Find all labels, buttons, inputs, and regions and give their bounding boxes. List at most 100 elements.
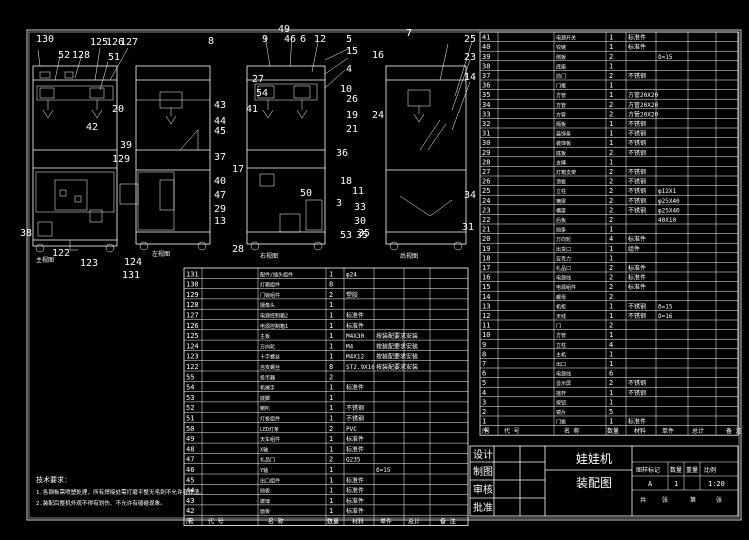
header-cell-1: 号	[188, 519, 194, 526]
part-name: 方管	[556, 332, 566, 339]
part-qty: 2	[609, 322, 613, 330]
side2-label-35: 35	[358, 228, 370, 239]
part-name: 方管	[556, 102, 566, 109]
part-note: 按装配要求安装	[376, 363, 418, 371]
part-material: 方管20X20	[628, 91, 658, 99]
part-no: 52	[186, 404, 194, 412]
part-qty: 1	[609, 254, 613, 262]
part-name: 电源组件	[556, 284, 576, 291]
part-material: 不锈钢	[628, 197, 646, 205]
part-material: 标准件	[346, 476, 364, 484]
front-label-122: 122	[52, 248, 70, 259]
part-no: 122	[186, 363, 199, 371]
part-note: δ=16	[658, 313, 673, 320]
part-no: 123	[186, 353, 199, 361]
tb-qty: 1	[674, 480, 678, 488]
front-label-39: 39	[120, 140, 132, 151]
header-cell-4: 数量	[327, 518, 339, 526]
part-name: 按钮	[556, 399, 566, 406]
part-qty: 2	[609, 72, 613, 80]
part-no: 48	[186, 445, 194, 453]
view-captions: 左视图右视图后视图主视图	[36, 250, 418, 264]
part-no: 4	[482, 389, 486, 397]
part-material: 标准件	[628, 34, 646, 42]
part-name: 立柱	[556, 188, 566, 195]
part-no: 8	[482, 350, 486, 358]
side2-label-46: 46	[284, 34, 296, 45]
part-qty: 1	[329, 270, 333, 278]
part-qty: 8	[329, 363, 333, 371]
part-name: 支撑	[556, 159, 566, 166]
part-qty: 2	[609, 187, 613, 195]
part-material: 标准件	[346, 322, 364, 330]
part-material: 不锈钢	[628, 149, 646, 157]
part-name: 灯板组件	[260, 416, 280, 423]
part-name: 横梁	[556, 207, 566, 214]
part-material: 不锈钢	[346, 415, 364, 423]
part-qty: 1	[609, 130, 613, 138]
part-no: 41	[482, 34, 490, 42]
part-qty: 1	[609, 245, 613, 253]
part-no: 30	[482, 139, 490, 147]
part-name: 镜片	[556, 409, 566, 416]
back-label-14: 14	[464, 72, 476, 83]
header-cell-8: 备 注	[726, 427, 742, 435]
part-name: 亚克力	[556, 255, 571, 262]
part-qty: 2	[609, 264, 613, 272]
part-no: 3	[482, 398, 486, 406]
side2-label-26: 26	[346, 94, 358, 105]
part-material: 标准件	[346, 497, 364, 505]
view-caption-0: 主视图	[36, 256, 54, 264]
part-qty: 2	[609, 110, 613, 118]
front-label-51: 51	[108, 52, 120, 63]
part-qty: 1	[329, 312, 333, 320]
side2-label-3: 3	[336, 198, 342, 209]
part-no: 11	[482, 322, 490, 330]
front-label-130: 130	[36, 34, 54, 45]
part-name: 门锁组件	[260, 292, 280, 299]
part-name: LED灯条	[260, 426, 279, 433]
part-no: 35	[482, 91, 490, 99]
part-no: 20	[482, 235, 490, 243]
part-material: 标准件	[346, 507, 364, 515]
header-cell-0: 序	[186, 518, 192, 526]
part-no: 31	[482, 130, 490, 138]
part-name: 立柱	[556, 342, 566, 349]
back-view	[385, 41, 473, 251]
front-label-42: 42	[86, 122, 98, 133]
front-label-52: 52	[58, 50, 70, 61]
part-material: 标准件	[628, 418, 646, 426]
part-qty: 1	[609, 91, 613, 99]
part-qty: 1	[329, 466, 333, 474]
part-name: 出口组件	[260, 477, 280, 484]
side2-label-16: 16	[372, 50, 384, 61]
back-label-34: 34	[464, 190, 476, 201]
part-no: 36	[482, 82, 490, 90]
view-caption-1: 左视图	[152, 250, 170, 258]
part-qty: 2	[329, 456, 333, 464]
part-qty: 1	[329, 301, 333, 309]
part-qty: 1	[329, 332, 333, 340]
part-name: 后板	[556, 217, 566, 224]
side2-label-4: 4	[346, 64, 352, 75]
part-qty: 2	[609, 149, 613, 157]
part-qty: 4	[609, 341, 613, 349]
part-material: φ24	[346, 271, 357, 278]
tb-sheet-0: 共	[640, 496, 646, 504]
side1-label-40: 40	[214, 176, 226, 187]
side2-label-53: 53	[340, 230, 352, 241]
part-name: 自攻螺丝	[260, 364, 280, 371]
part-note: φ25X40	[658, 198, 680, 205]
part-name: 配件/插头组件	[260, 271, 293, 278]
part-name: 机柜	[556, 303, 566, 310]
part-qty: 1	[609, 331, 613, 339]
part-no: 34	[482, 101, 490, 109]
part-no: 10	[482, 331, 490, 339]
part-material: 塑胶	[346, 291, 358, 299]
part-qty: 2	[329, 373, 333, 381]
part-material: 不锈钢	[346, 404, 364, 412]
part-qty: 2	[329, 425, 333, 433]
side2-label-28: 28	[232, 244, 244, 255]
header-cell-3: 名 称	[564, 427, 580, 435]
